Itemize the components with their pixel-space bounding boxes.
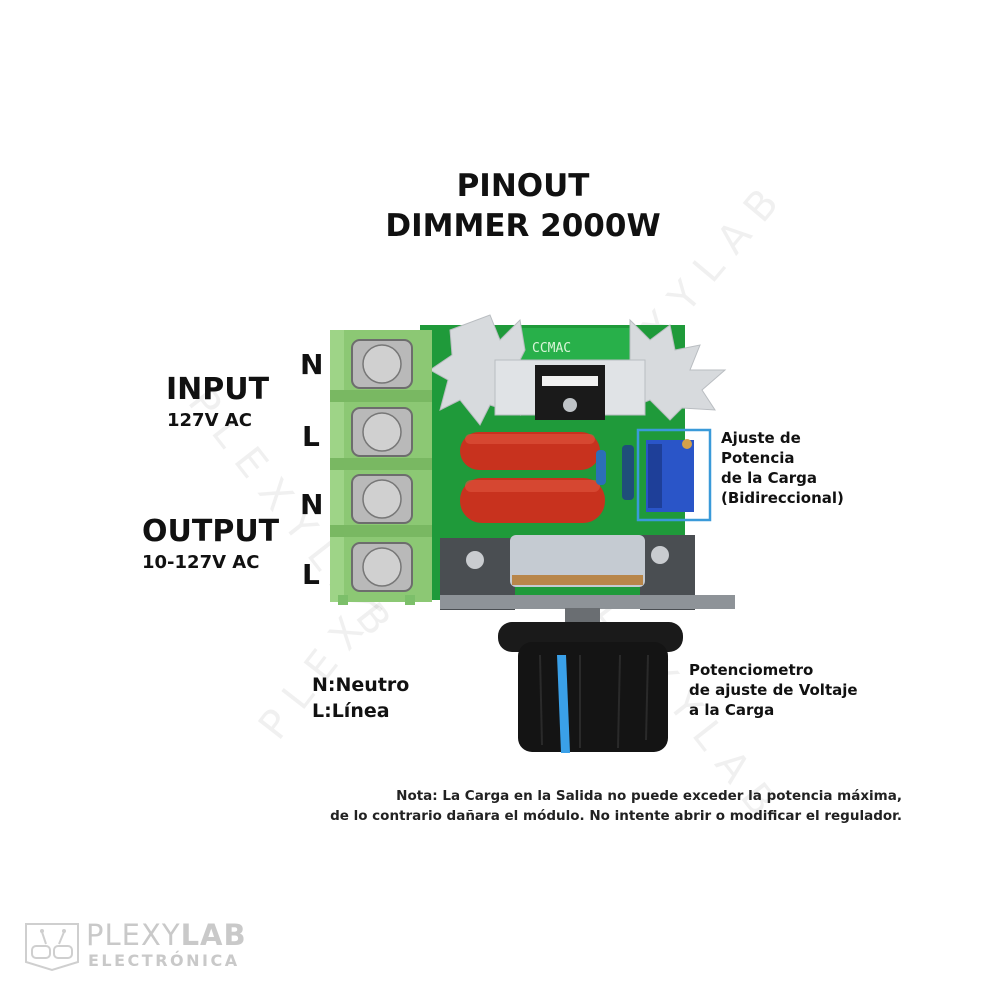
screw-terminal — [362, 479, 402, 519]
page-title: PINOUT — [456, 168, 590, 204]
potentiometer-callout: Potenciometro de ajuste de Voltaje a la … — [689, 660, 858, 720]
note-line-2: de lo contrario dañara el módulo. No int… — [330, 808, 902, 824]
brand-glasses-icon — [25, 923, 79, 972]
legend-neutral: N:Neutro — [312, 674, 410, 696]
output-voltage: 10-127V AC — [142, 552, 260, 573]
input-label: INPUT — [166, 372, 270, 407]
potentiometer-knob — [498, 622, 683, 753]
pin-legend: N:Neutro L:Línea — [312, 672, 409, 724]
terminal-block — [330, 330, 432, 605]
dimmer-module-illustration: CCMAC — [330, 314, 735, 753]
screw-terminal — [362, 412, 402, 452]
resistor — [596, 450, 606, 485]
trimmer-callout: Ajuste de Potencia de la Carga (Bidirecc… — [721, 428, 844, 508]
input-voltage: 127V AC — [167, 410, 252, 431]
brand-logo — [24, 922, 80, 976]
brand-name-light: PLEXY — [86, 918, 181, 952]
output-label: OUTPUT — [142, 514, 280, 549]
brand-name: PLEXYLAB — [86, 918, 247, 952]
trimmer-callout-line: de la Carga — [721, 469, 818, 487]
page-subtitle: DIMMER 2000W — [385, 208, 661, 244]
pin-output-line: L — [302, 558, 320, 591]
note-line-1: Nota: La Carga en la Salida no puede exc… — [396, 788, 902, 804]
legend-line: L:Línea — [312, 700, 390, 722]
brand-subtitle: ELECTRÓNICA — [88, 951, 240, 970]
trimmer-callout-box — [636, 428, 712, 522]
potentiometer-callout-line: Potenciometro — [689, 661, 814, 679]
diac — [622, 445, 634, 500]
pcb-marking: CCMAC — [532, 341, 571, 356]
knob-indicator-stripe — [557, 655, 570, 753]
potentiometer-body — [510, 535, 645, 587]
trimmer-callout-line: (Bidireccional) — [721, 489, 844, 507]
screw-terminal — [362, 344, 402, 384]
trimmer-callout-line: Ajuste de — [721, 429, 801, 447]
pin-output-neutral: N — [300, 488, 324, 521]
potentiometer-callout-line: a la Carga — [689, 701, 775, 719]
potentiometer-callout-line: de ajuste de Voltaje — [689, 681, 858, 699]
pin-input-line: L — [302, 420, 320, 453]
trimmer-callout-line: Potencia — [721, 449, 795, 467]
warning-note: Nota: La Carga en la Salida no puede exc… — [262, 786, 902, 826]
pin-input-neutral: N — [300, 348, 324, 381]
brand-name-bold: LAB — [180, 918, 247, 952]
screw-terminal — [362, 547, 402, 587]
